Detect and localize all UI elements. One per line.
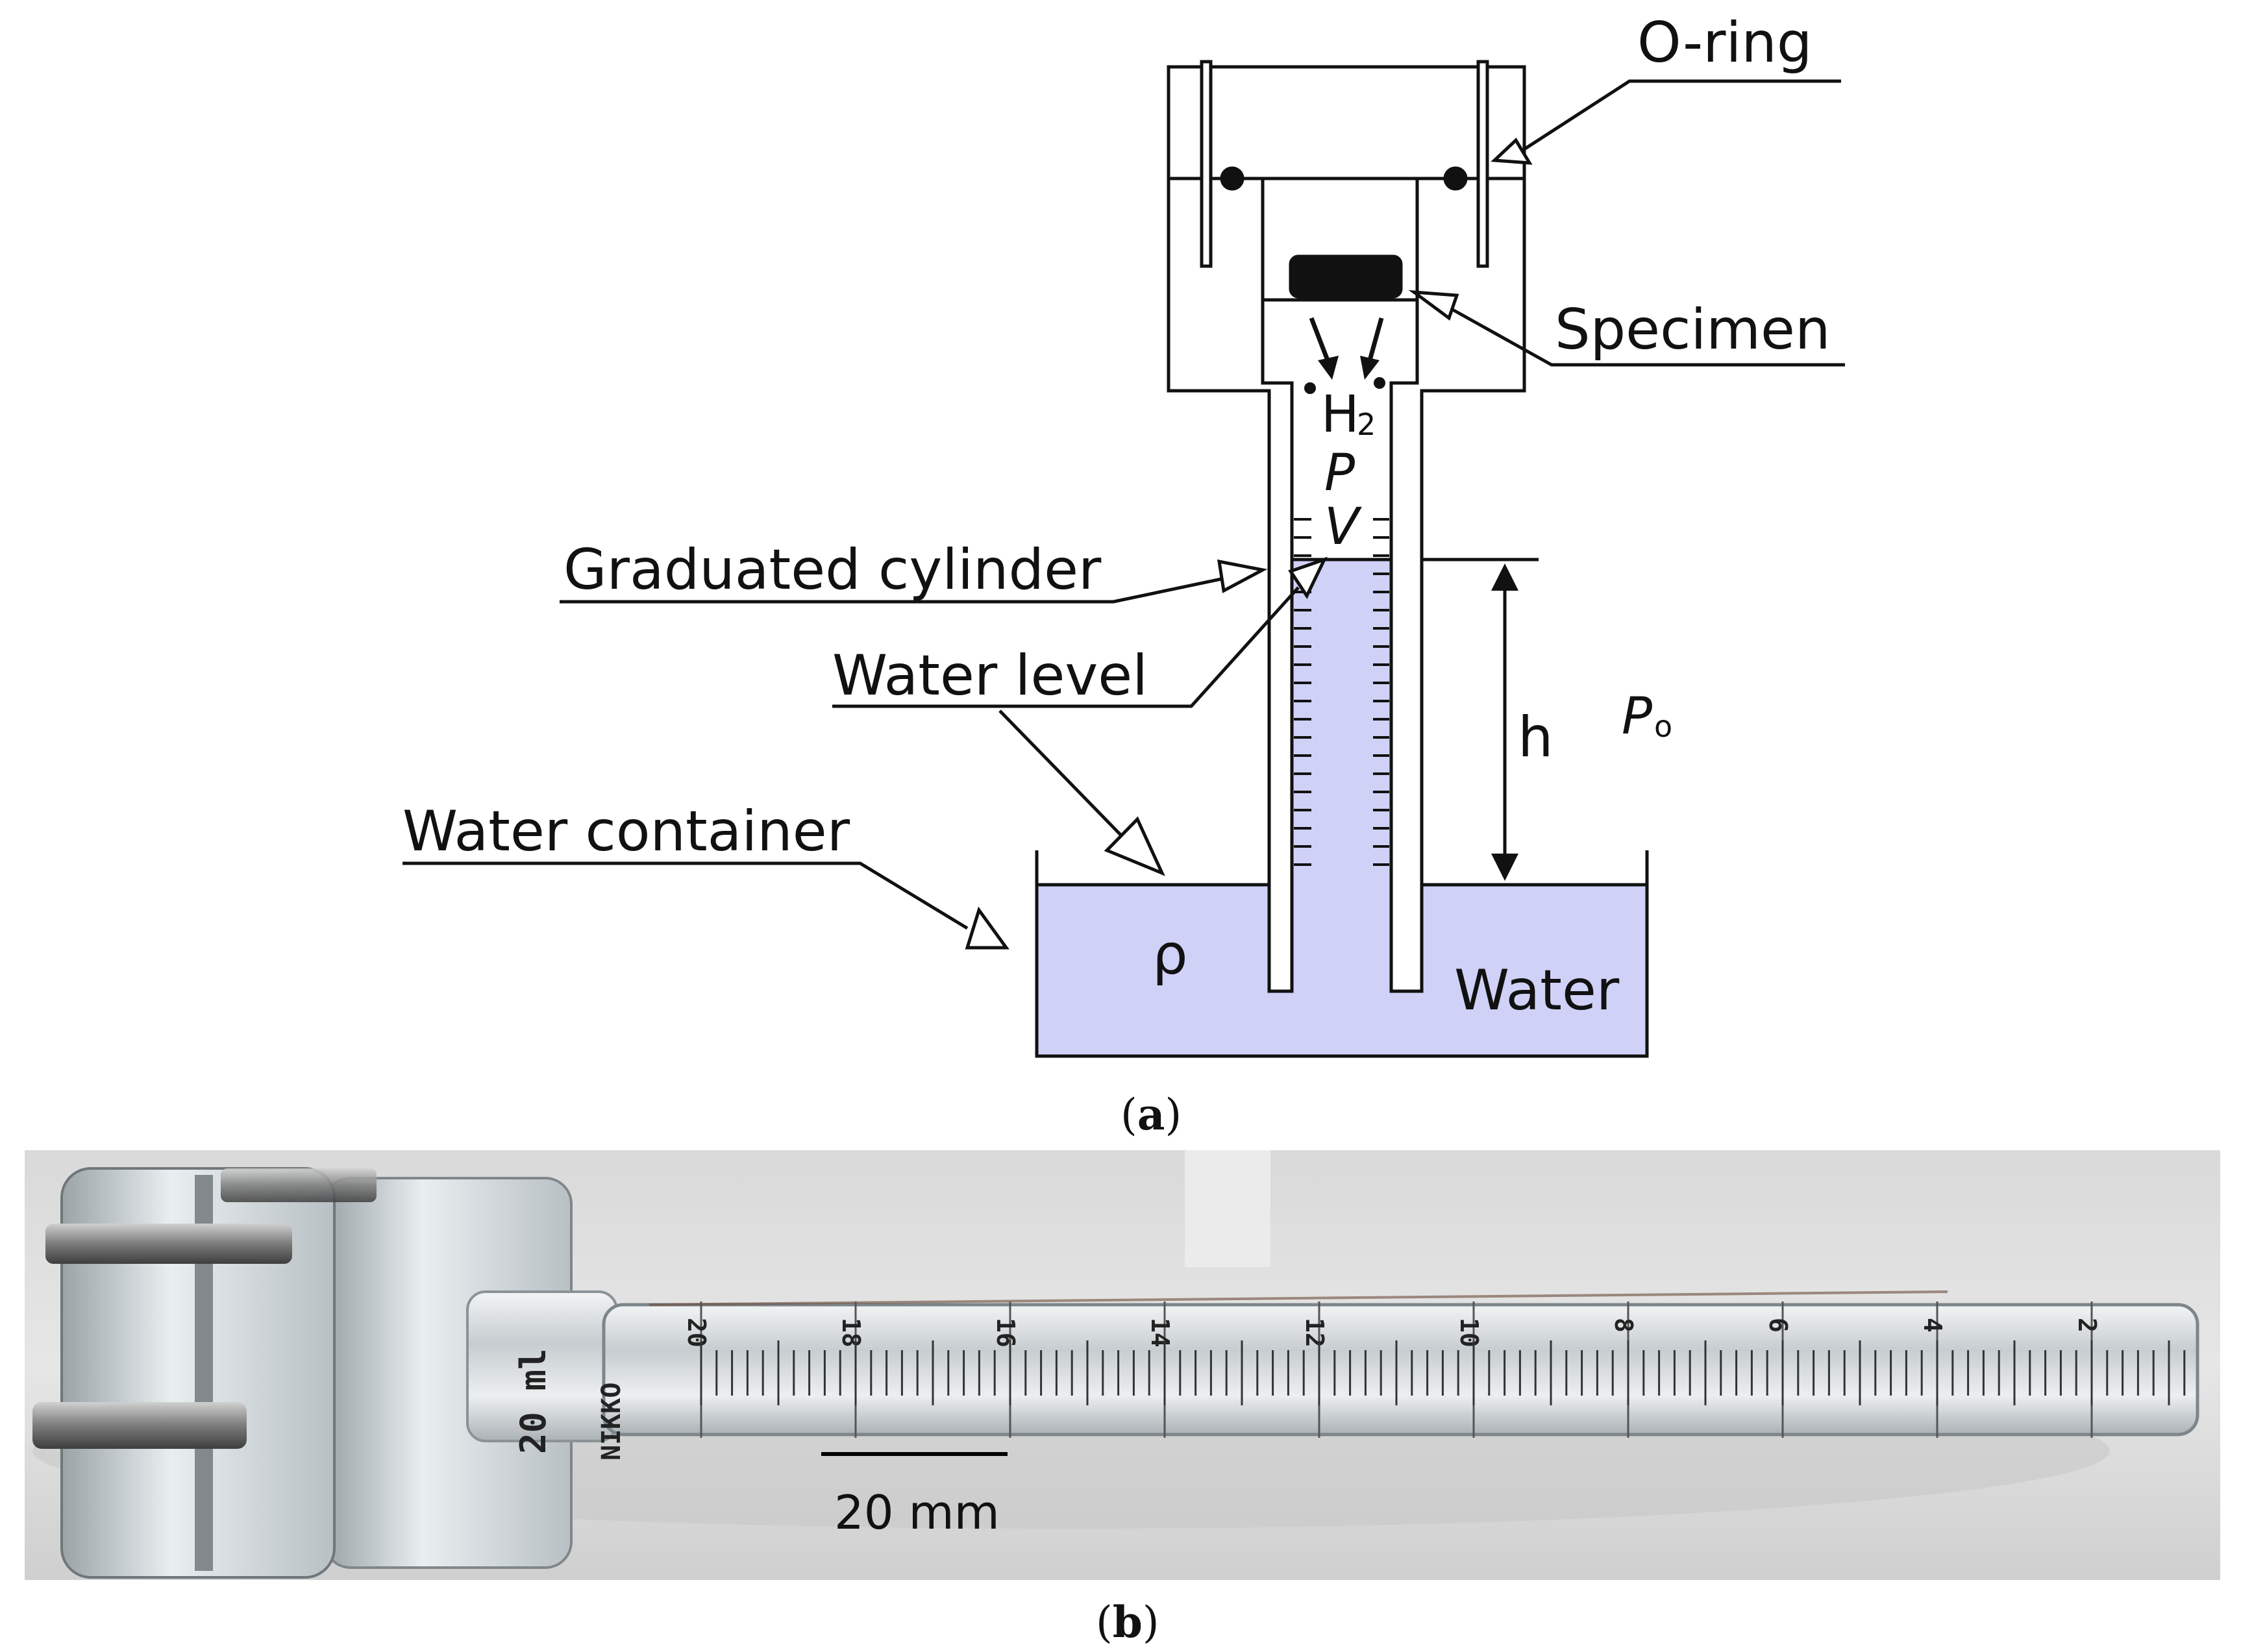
- tube-number: 20: [682, 1318, 711, 1348]
- tube-graduations: 20 18 16 14 12 10 8 6 4 2: [682, 1301, 2186, 1438]
- label-o-ring: O-ring: [1637, 10, 1812, 75]
- water-container-leader: [402, 861, 969, 930]
- label-gas-volume: V: [1324, 498, 1362, 556]
- holder-stand: [1185, 1150, 1270, 1267]
- water-level-arrowhead-2: [1104, 816, 1165, 876]
- label-height: h: [1518, 705, 1554, 770]
- graduated-cylinder-tube: [602, 1303, 2199, 1436]
- water-level-leader-2: [998, 709, 1124, 839]
- label-hydrogen-subscript: 2: [1357, 407, 1376, 442]
- tube-number: 12: [1300, 1318, 1329, 1348]
- specimen: [1289, 254, 1403, 299]
- caption-b: (b): [1096, 1597, 1159, 1647]
- tube-water-line: [649, 1290, 1948, 1306]
- h2-arrowhead-left: [1318, 356, 1339, 380]
- label-gas-pressure: P: [1324, 444, 1355, 502]
- apparatus-photo: 20 18 16 14 12 10 8 6 4 2 NIKKO 20 ml 20 mm: [25, 1150, 2220, 1580]
- volume-label: 20 ml: [513, 1348, 554, 1454]
- bolt-left: [1200, 60, 1213, 268]
- label-specimen: Specimen: [1555, 297, 1830, 362]
- tube-number: 2: [2073, 1318, 2101, 1333]
- h2-arrowhead-right: [1360, 356, 1380, 380]
- brand-label: NIKKO: [597, 1383, 626, 1461]
- specimen-leader: [1443, 303, 1845, 367]
- tube-number: 14: [1146, 1318, 1174, 1348]
- h2-arrow-right: [1367, 317, 1384, 361]
- o-ring-leader: [1518, 79, 1841, 154]
- photo-bolt-lower: [32, 1402, 247, 1449]
- o-ring-arrowhead: [1491, 138, 1533, 165]
- water-level-arrowhead: [1288, 556, 1328, 600]
- panel-a-labels: O-ring Specimen Graduated cylinder Water…: [402, 10, 1830, 1023]
- label-density: ρ: [1152, 922, 1188, 987]
- h2-arrow-left: [1309, 317, 1330, 362]
- height-arrow-down: [1491, 854, 1518, 881]
- water-container: [1035, 850, 1649, 1058]
- label-water-level: Water level: [832, 643, 1148, 708]
- o-ring-left: [1220, 166, 1244, 191]
- photo-bolt-top: [221, 1168, 377, 1202]
- graduated-cylinder-leader: [560, 574, 1234, 604]
- specimen-arrowhead: [1408, 290, 1459, 321]
- graduation-marks: [1294, 518, 1389, 866]
- caption-a-letter: a: [1137, 1089, 1165, 1140]
- water-level-leader: [832, 586, 1300, 708]
- tube-number: 8: [1609, 1318, 1638, 1333]
- label-atmospheric-subscript: o: [1654, 709, 1672, 744]
- tube-number: 18: [837, 1318, 865, 1348]
- caption-a: (a): [1120, 1089, 1182, 1140]
- label-graduated-cylinder: Graduated cylinder: [563, 537, 1102, 602]
- apparatus-diagram: [402, 60, 1845, 1058]
- scale-bar-label: 20 mm: [834, 1485, 1000, 1540]
- tube-number: 16: [991, 1318, 1020, 1348]
- tube-number: 6: [1764, 1318, 1792, 1333]
- h2-dot-left: [1304, 382, 1316, 394]
- cylinder-water: [1292, 560, 1391, 991]
- tube-number: 4: [1918, 1318, 1947, 1333]
- label-atmospheric-pressure: P: [1622, 687, 1652, 746]
- label-water-container: Water container: [402, 799, 850, 864]
- photo-bolt-upper: [45, 1224, 292, 1264]
- tube-number: 10: [1455, 1318, 1483, 1348]
- height-arrow-up: [1491, 563, 1518, 591]
- graduated-cylinder-arrowhead: [1217, 559, 1268, 593]
- caption-b-letter: b: [1113, 1597, 1143, 1647]
- bolt-right: [1476, 60, 1489, 268]
- label-hydrogen: H: [1321, 386, 1359, 444]
- o-ring-right: [1443, 166, 1468, 191]
- h2-dot-right: [1374, 377, 1385, 389]
- label-water: Water: [1454, 958, 1620, 1023]
- water-container-arrowhead: [965, 906, 1009, 950]
